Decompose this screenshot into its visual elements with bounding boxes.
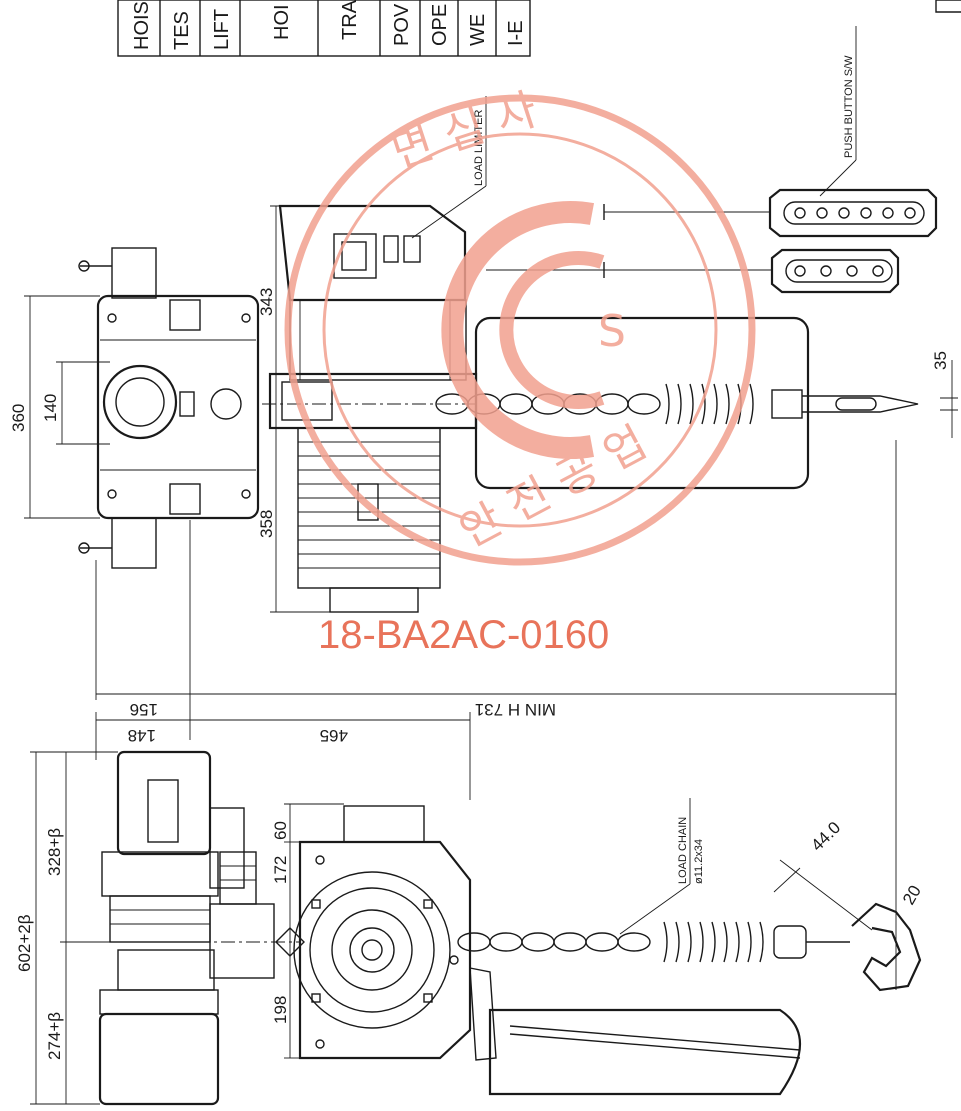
table-row: TES: [171, 11, 193, 50]
chain-bucket-lower: [457, 902, 922, 1096]
load-limiter-label: LOAD LIMITER: [473, 110, 485, 186]
dim-label: 358: [257, 510, 276, 538]
table-row: TRA: [339, 0, 361, 40]
table-row: POV: [391, 3, 413, 46]
horizontal-dims: 156 148 465 MIN H 731: [95, 440, 897, 990]
load-chain-lower: [457, 932, 651, 952]
dim-left-vertical: 602+2β 328+β 274+β: [15, 751, 118, 1105]
pendant-6-button: [603, 188, 938, 238]
dim-343-358: 343 358: [257, 205, 330, 613]
dim-label: 360: [9, 404, 28, 432]
dim-360-140: 360 140: [9, 295, 110, 519]
stamp-ring-text: 면 심 사: [386, 84, 544, 179]
table-row: WE: [467, 14, 489, 46]
push-button-callout: PUSH BUTTON S/W: [819, 26, 857, 197]
dim-60-172-198: 60 172 198: [271, 803, 344, 1059]
stamp-letter: S: [598, 306, 626, 357]
dim-label: 44.0: [807, 818, 844, 855]
dim-label: 343: [257, 288, 276, 316]
dim-label: 465: [320, 726, 348, 745]
chain-spec-label: ø11.2x34: [693, 839, 705, 884]
table-row: LIFT: [211, 9, 233, 50]
dim-label: 148: [128, 726, 156, 745]
load-limiter-callout: LOAD LIMITER: [411, 96, 487, 239]
dim-label: 60: [271, 821, 290, 840]
load-chain-callout: LOAD CHAIN ø11.2x34: [619, 798, 705, 935]
spec-table: HOIS TES LIFT HOI TRA POV OPE WE I-E: [117, 0, 531, 57]
table-row: OPE: [429, 4, 451, 46]
dim-label: 20: [899, 882, 925, 908]
table-row: HOIS: [131, 1, 153, 50]
table-row: HOI: [271, 4, 293, 40]
dim-label: 140: [41, 394, 60, 422]
dim-label: 274+β: [45, 1012, 64, 1060]
dim-label: 328+β: [45, 828, 64, 876]
certificate-number: 18-BA2AC-0160: [318, 613, 609, 657]
dim-label: 35: [931, 351, 950, 370]
load-chain-label: LOAD CHAIN: [677, 817, 689, 884]
frame-corner: [935, 0, 961, 13]
dim-label: MIN H 731: [475, 700, 556, 719]
motor-block: [96, 750, 300, 1106]
dim-35: 35: [931, 351, 958, 438]
dim-label: 156: [130, 700, 158, 719]
hoist-plan-body: [275, 805, 472, 1060]
trolley-end-view: [78, 247, 260, 569]
table-row: I-E: [505, 20, 527, 46]
push-button-label: PUSH BUTTON S/W: [843, 55, 855, 158]
dim-label: 198: [271, 996, 290, 1024]
dim-label: 602+2β: [15, 914, 34, 972]
dim-hook: 44.0 20: [773, 818, 925, 931]
dim-label: 172: [271, 856, 290, 884]
